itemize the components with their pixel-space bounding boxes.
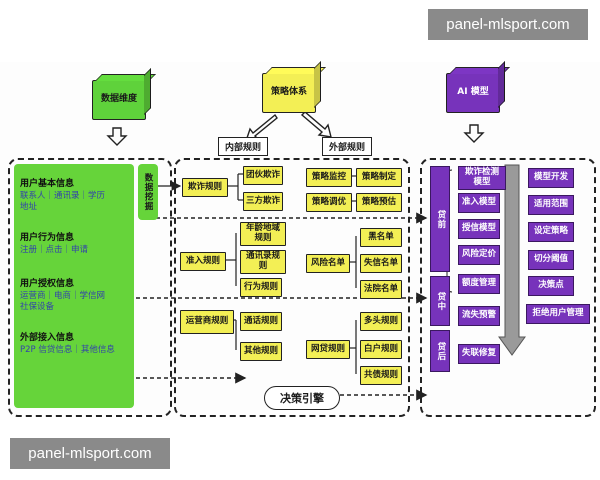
ai-churn-warning: 流失预警: [458, 306, 500, 326]
white-user-rule: 白户规则: [360, 340, 402, 359]
ai-admission-model: 准入模型: [458, 193, 500, 213]
user-info-block: [14, 164, 134, 408]
group-behavior-title: 用户行为信息: [20, 233, 75, 244]
group-authorized: 用户授权信息 运营商｜电商｜学信网 社保设备: [20, 276, 136, 312]
other-rule: 其他规则: [240, 342, 282, 361]
watermark-top: panel-mlsport.com: [428, 9, 588, 40]
ai-credit-model: 授信模型: [458, 219, 500, 239]
ai-rejected-user-management: 拒绝用户管理: [526, 304, 590, 324]
strategy-system-label: 策略体系: [270, 87, 307, 98]
ai-model-label: AI 模型: [457, 87, 489, 98]
group-external-title: 外部接入信息: [20, 333, 75, 344]
stage-post-loan: 贷后: [430, 330, 450, 372]
group-basic: 用户基本信息 联系人｜通讯录｜学历 地址: [20, 176, 136, 212]
ai-set-strategy: 设定策略: [528, 222, 574, 242]
strategy-tune: 策略调优: [306, 193, 352, 212]
third-party-fraud-rule: 三方欺诈: [243, 192, 283, 211]
age-region-rule: 年龄地域规则: [240, 222, 286, 246]
strategy-system-cube: 策略体系: [262, 73, 316, 113]
user-info-groups: 用户基本信息 联系人｜通讯录｜学历 地址 用户行为信息 注册｜点击｜申请 用户授…: [20, 176, 136, 356]
ai-model-panel: [420, 158, 596, 417]
strategy-panel: [174, 158, 410, 417]
blacklist: 黑名单: [360, 228, 402, 247]
contacts-rule: 通讯录规则: [240, 250, 286, 274]
decision-engine: 决策引擎: [264, 386, 340, 410]
group-external: 外部接入信息 P2P 信贷信息｜其他信息: [20, 330, 136, 356]
strategy-make: 策略制定: [356, 168, 402, 187]
multi-head-rule: 多头规则: [360, 312, 402, 331]
gang-fraud-rule: 团伙欺诈: [243, 166, 283, 185]
data-dimension-panel: [8, 158, 172, 417]
ai-decision-point: 决策点: [528, 276, 574, 296]
ai-limit-management: 额度管理: [458, 274, 500, 294]
court-list: 法院名单: [360, 280, 402, 299]
operator-rule: 运营商规则: [180, 310, 234, 334]
group-behavior: 用户行为信息 注册｜点击｜申请: [20, 230, 136, 256]
group-authorized-item: 运营商｜电商｜学信网: [20, 290, 106, 301]
admission-rule: 准入规则: [180, 252, 226, 271]
fraud-rule: 欺诈规则: [182, 178, 228, 197]
strategy-monitor: 策略监控: [306, 168, 352, 187]
group-basic-title: 用户基本信息: [20, 179, 75, 189]
group-behavior-item: 注册｜点击｜申请: [20, 245, 89, 256]
group-authorized-item: 社保设备: [20, 301, 55, 312]
ai-split-threshold: 切分阈值: [528, 250, 574, 270]
ai-model-cube: AI 模型: [446, 73, 500, 113]
shared-debt-rule: 共债规则: [360, 366, 402, 385]
behavior-rule: 行为规则: [240, 278, 282, 297]
ai-applicable-scope: 适用范围: [528, 195, 574, 215]
internal-rules-tab: 内部规则: [218, 137, 268, 156]
group-basic-item: 联系人｜通讯录｜学历: [20, 191, 106, 201]
dishonest-list: 失信名单: [360, 254, 402, 273]
group-authorized-title: 用户授权信息: [20, 278, 75, 289]
data-mining-block: 数据挖掘: [138, 164, 158, 220]
data-dimension-label: 数据维度: [100, 94, 137, 105]
external-rules-tab: 外部规则: [322, 137, 372, 156]
ai-fraud-model: 欺诈检测模型: [458, 166, 506, 190]
stage-pre-loan: 贷前: [430, 166, 450, 272]
data-dimension-cube: 数据维度: [92, 80, 146, 120]
watermark-bottom: panel-mlsport.com: [10, 438, 170, 469]
stage-mid-loan: 贷中: [430, 276, 450, 326]
group-basic-item: 地址: [20, 201, 38, 212]
ai-model-development: 模型开发: [528, 168, 574, 188]
call-rule: 通话规则: [240, 312, 282, 331]
risk-list-rule: 风险名单: [306, 254, 350, 273]
strategy-warn: 策略预估: [356, 193, 402, 212]
ai-lost-contact-repair: 失联修复: [458, 344, 500, 364]
ai-risk-pricing: 风险定价: [458, 245, 500, 265]
credit-rule: 网贷规则: [306, 340, 350, 359]
group-external-item: P2P 信贷信息｜其他信息: [20, 345, 115, 356]
